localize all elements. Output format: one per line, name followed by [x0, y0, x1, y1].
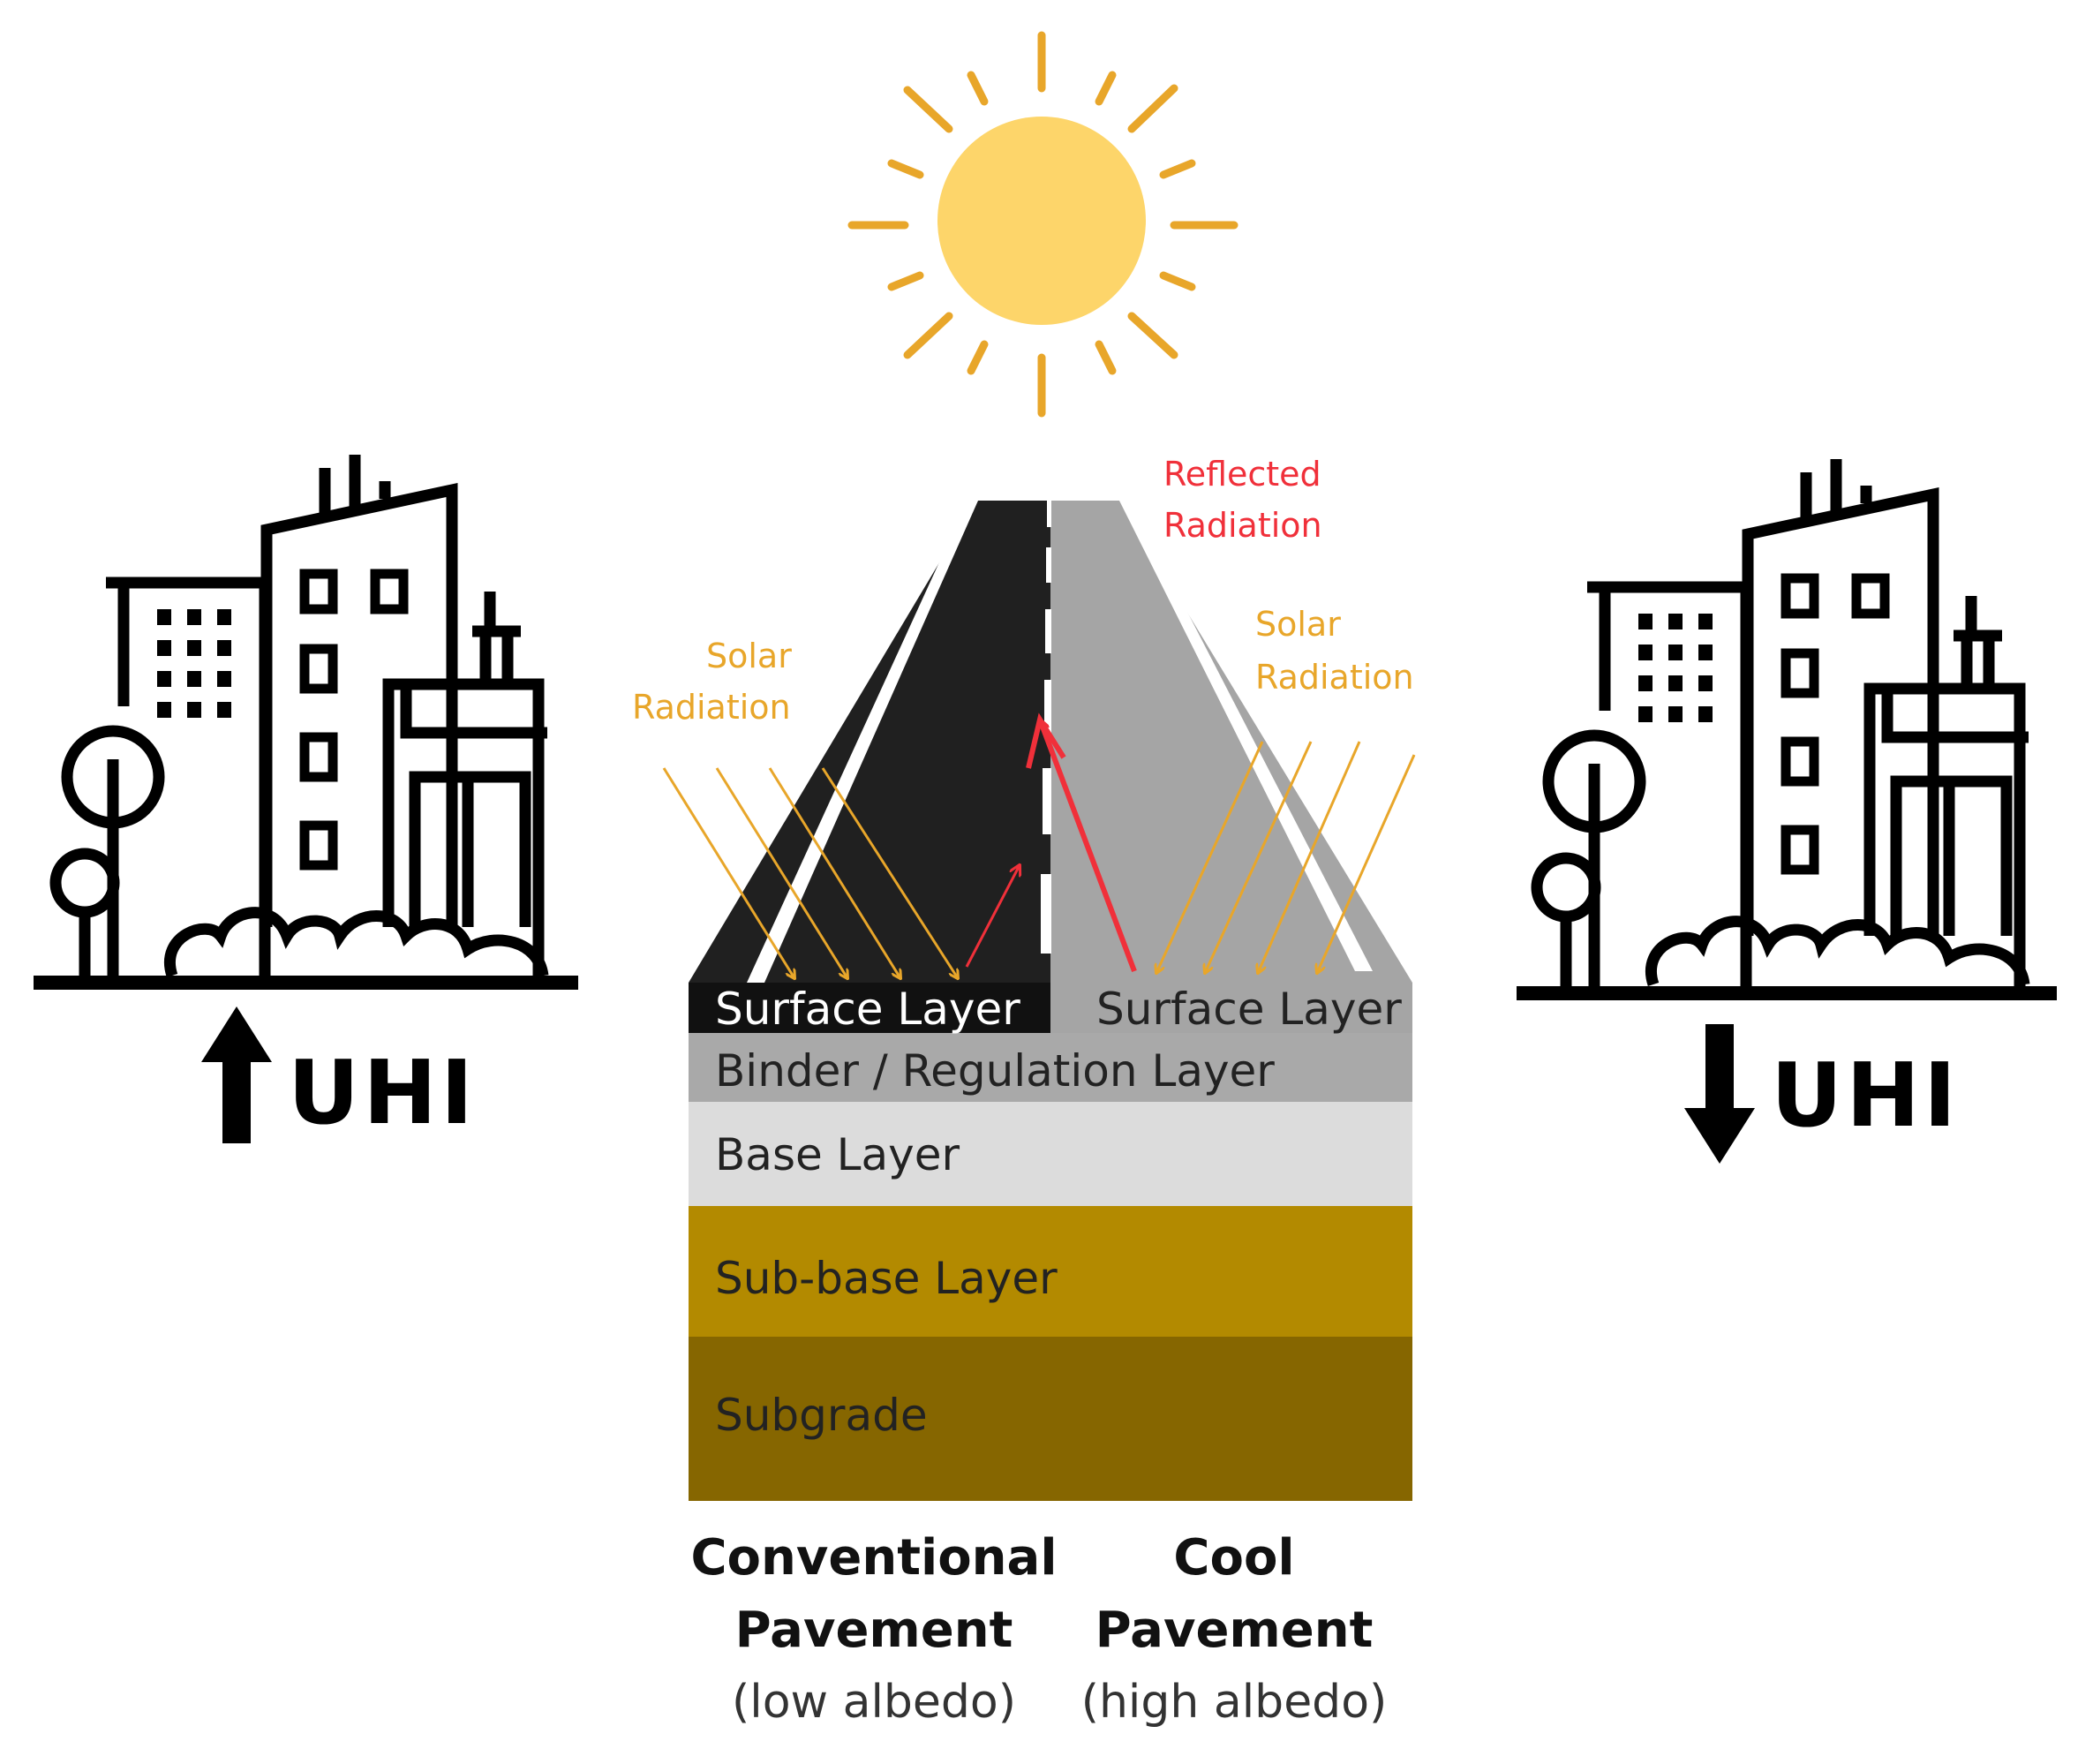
solar-arrows-right	[1156, 741, 1416, 973]
reflected-arrowhead-cool	[1026, 712, 1066, 769]
subgrade-layer	[689, 1337, 1412, 1501]
surface-layer-left-label: Surface Layer	[715, 984, 1020, 1035]
solar-radiation-left-label-2: Radiation	[632, 688, 791, 727]
binder-layer	[689, 1033, 1412, 1102]
reflected-arrow-conventional	[965, 865, 1020, 968]
conventional-caption-sub: (low albedo)	[732, 1676, 1016, 1729]
sun-disc	[937, 117, 1146, 325]
solar-radiation-right-label-1: Solar	[1255, 605, 1341, 644]
cool-road-surface	[1050, 501, 1412, 983]
surface-layer-conventional	[689, 983, 1050, 1033]
sun-rays	[847, 31, 1238, 418]
binder-layer-label: Binder / Regulation Layer	[715, 1045, 1275, 1097]
cool-caption-line1: Cool	[1173, 1529, 1294, 1587]
surface-layer-cool	[1050, 983, 1412, 1033]
up-arrow-icon	[201, 1006, 272, 1143]
surface-layer-right-label: Surface Layer	[1096, 984, 1402, 1035]
solar-radiation-left-label-1: Solar	[706, 637, 792, 675]
uhi-right-label: UHI	[1771, 1044, 1960, 1147]
subbase-layer-label: Sub-base Layer	[715, 1253, 1058, 1304]
uhi-left-label: UHI	[288, 1041, 477, 1144]
conventional-caption-line1: Conventional	[690, 1529, 1057, 1587]
base-layer-label: Base Layer	[715, 1129, 960, 1180]
sun-icon	[847, 31, 1238, 418]
city-icon-right	[1517, 459, 2057, 1000]
reflected-arrow-cool	[1040, 720, 1137, 973]
base-layer	[689, 1102, 1412, 1206]
reflected-radiation-label-2: Radiation	[1163, 506, 1322, 545]
city-icon-left	[34, 455, 578, 990]
pavement-layers: Surface Layer Surface Layer Binder / Reg…	[689, 983, 1412, 1501]
cool-caption-sub: (high albedo)	[1081, 1676, 1388, 1729]
center-dashes	[1041, 501, 1051, 954]
cool-caption-line2: Pavement	[1095, 1602, 1374, 1659]
reflected-radiation-label-1: Reflected	[1163, 455, 1321, 494]
left-edge-line	[747, 501, 978, 983]
conventional-caption-line2: Pavement	[735, 1602, 1013, 1659]
down-arrow-icon	[1684, 1024, 1755, 1164]
uhi-decrease-indicator: UHI	[1684, 1024, 1960, 1164]
caption-conventional: Conventional Pavement (low albedo)	[690, 1529, 1057, 1729]
solar-radiation-right-label-2: Radiation	[1255, 658, 1414, 697]
subbase-layer	[689, 1206, 1412, 1337]
subgrade-label: Subgrade	[715, 1390, 928, 1441]
caption-cool: Cool Pavement (high albedo)	[1081, 1529, 1388, 1729]
solar-arrows-left	[662, 767, 958, 978]
uhi-increase-indicator: UHI	[201, 1006, 477, 1144]
